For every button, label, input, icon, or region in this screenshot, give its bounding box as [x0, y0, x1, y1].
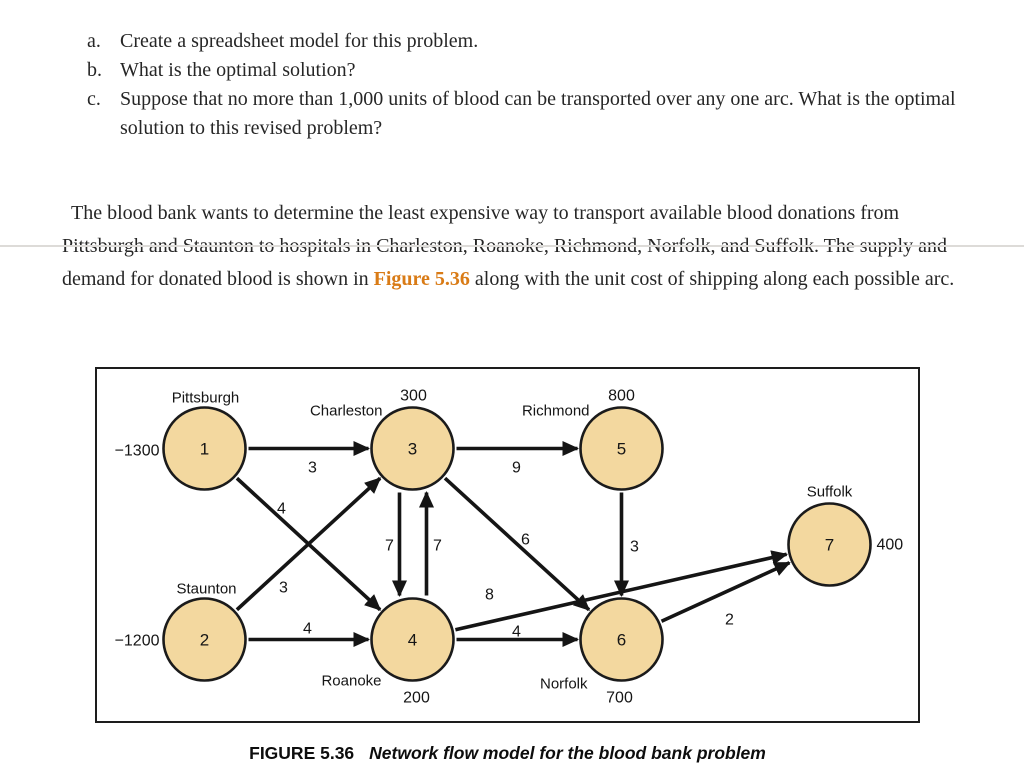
- arc-6-to-7: [660, 561, 791, 623]
- arc-cost-4-to-6: 4: [512, 624, 521, 641]
- question-text: Suppose that no more than 1,000 units of…: [120, 88, 956, 139]
- city-label-richmond: Richmond: [522, 403, 590, 420]
- node-number-1: 1: [200, 440, 209, 459]
- node-circle-richmond: [579, 406, 664, 491]
- arc-cost-2-to-4: 4: [303, 621, 312, 638]
- question-text: What is the optimal solution?: [120, 59, 356, 81]
- node-number-2: 2: [200, 631, 209, 650]
- city-label-charleston: Charleston: [310, 403, 383, 420]
- arc-cost-4-to-3: 7: [433, 538, 442, 555]
- question-item-a: a. Create a spreadsheet model for this p…: [87, 27, 977, 56]
- arc-cost-4-to-7: 8: [485, 587, 494, 604]
- question-marker: c.: [87, 88, 101, 110]
- supply-demand-value-charleston: 300: [400, 388, 427, 405]
- supply-demand-value-norfolk: 700: [606, 690, 633, 707]
- question-item-c: c. Suppose that no more than 1,000 units…: [87, 85, 977, 143]
- figure-caption-label: FIGURE 5.36: [249, 743, 355, 763]
- node-circle-staunton: [162, 597, 247, 682]
- arc-cost-1-to-4: 4: [277, 501, 286, 518]
- supply-demand-value-richmond: 800: [608, 388, 635, 405]
- figure-caption-title: Network flow model for the blood bank pr…: [369, 743, 766, 763]
- node-number-7: 7: [825, 536, 834, 555]
- page-break-rule: [0, 245, 1024, 247]
- city-label-staunton: Staunton: [176, 581, 236, 598]
- question-text: Create a spreadsheet model for this prob…: [120, 30, 479, 52]
- supply-demand-value-suffolk: 400: [877, 537, 904, 554]
- network-diagram: 3 4 3 4 9 7 7 6 3 4 8 2 1 Pittsburgh −1300 2 Staunton −12…: [115, 388, 904, 707]
- node-circle-norfolk: [579, 597, 664, 682]
- city-label-norfolk: Norfolk: [540, 676, 588, 693]
- question-marker: b.: [87, 59, 102, 81]
- node-number-3: 3: [408, 440, 417, 459]
- city-label-roanoke: Roanoke: [321, 673, 381, 690]
- arc-cost-5-to-6: 3: [630, 539, 639, 556]
- node-number-5: 5: [617, 440, 626, 459]
- city-label-pittsburgh: Pittsburgh: [172, 390, 240, 407]
- node-circle-pittsburgh: [162, 406, 247, 491]
- figure-5-36: 3 4 3 4 9 7 7 6 3 4 8 2 1 Pittsburgh −1300 2 Staunton −12…: [95, 367, 920, 723]
- supply-demand-value-pittsburgh: −1300: [115, 443, 160, 460]
- city-label-suffolk: Suffolk: [807, 484, 853, 501]
- node-circle-charleston: [370, 406, 455, 491]
- node-number-4: 4: [408, 631, 417, 650]
- arc-2-to-3: [235, 476, 382, 612]
- arc-cost-6-to-7: 2: [725, 612, 734, 629]
- arc-3-to-6: [443, 476, 591, 612]
- arc-cost-3-to-4: 7: [385, 538, 394, 555]
- arc-cost-3-to-5: 9: [512, 460, 521, 477]
- supply-demand-value-staunton: −1200: [115, 633, 160, 650]
- question-item-b: b. What is the optimal solution?: [87, 56, 977, 85]
- figure-reference-link[interactable]: Figure 5.36: [373, 268, 470, 290]
- paragraph-text-after: along with the unit cost of shipping alo…: [469, 268, 955, 290]
- supply-demand-value-roanoke: 200: [403, 690, 430, 707]
- figure-caption: FIGURE 5.36 Network flow model for the bl…: [95, 743, 920, 764]
- question-list: a. Create a spreadsheet model for this p…: [87, 27, 977, 143]
- arc-cost-3-to-6: 6: [521, 532, 530, 549]
- arc-cost-2-to-3: 3: [279, 580, 288, 597]
- node-circle-roanoke: [370, 597, 455, 682]
- question-marker: a.: [87, 30, 101, 52]
- arc-cost-1-to-3: 3: [308, 460, 317, 477]
- node-circle-suffolk: [787, 502, 872, 587]
- node-number-6: 6: [617, 631, 626, 650]
- arc-4-to-7: [455, 550, 789, 632]
